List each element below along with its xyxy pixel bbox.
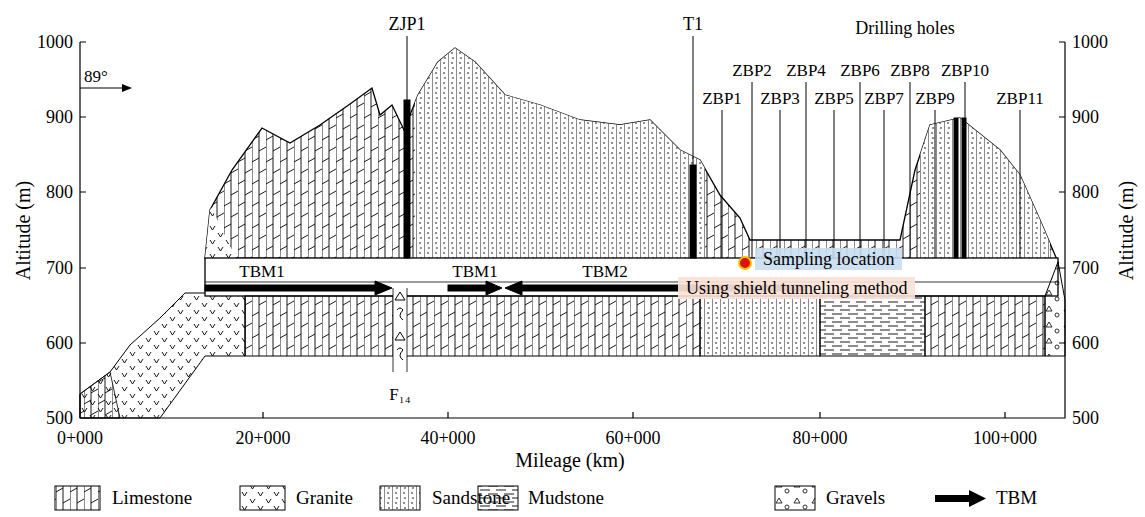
node-text: Using shield tunneling method <box>686 278 907 299</box>
tick-label: 0+000 <box>57 428 103 449</box>
borehole-label: T1 <box>683 14 703 35</box>
legend-text: Limestone <box>112 487 192 509</box>
axis-title: Mileage (km) <box>515 449 624 472</box>
legend-text: Sandstone <box>432 487 510 509</box>
annotation: Drilling holes <box>855 18 955 39</box>
borehole-label: ZBP2 <box>732 61 772 81</box>
legend-text: Gravels <box>826 487 885 509</box>
angle-label: 89° <box>84 67 108 87</box>
tick-label: 800 <box>46 182 73 203</box>
legend-text: TBM <box>996 487 1037 509</box>
tick-label: 700 <box>1072 258 1099 279</box>
tick-label: 900 <box>46 107 73 128</box>
borehole-label: ZBP6 <box>840 61 880 81</box>
fault-label: F₁₄ <box>389 385 410 405</box>
tick-label: 600 <box>1072 333 1099 354</box>
borehole-label: ZBP5 <box>814 89 854 109</box>
tick-label: 500 <box>1072 408 1099 429</box>
borehole-label: ZBP9 <box>915 89 955 109</box>
axis-title: Altitude (m) <box>1116 180 1139 279</box>
tick-label: 700 <box>46 258 73 279</box>
node-text: Sampling location <box>763 249 894 270</box>
tick-label: 1000 <box>1072 32 1108 53</box>
borehole-label: ZBP8 <box>890 61 930 81</box>
tick-label: 60+000 <box>605 428 660 449</box>
location-callout: Sampling location <box>755 248 902 271</box>
borehole-label: ZBP3 <box>760 89 800 109</box>
tick-label: 900 <box>1072 107 1099 128</box>
borehole-label: ZJP1 <box>388 14 425 35</box>
borehole-label: ZBP10 <box>941 61 989 81</box>
borehole-label: ZBP11 <box>996 89 1044 109</box>
tbm-label: TBM2 <box>582 262 627 282</box>
tbm-label: TBM1 <box>239 262 284 282</box>
tick-label: 600 <box>46 333 73 354</box>
borehole-label: ZBP1 <box>702 89 742 109</box>
borehole-label: ZBP4 <box>786 61 826 81</box>
tick-label: 800 <box>1072 182 1099 203</box>
axis-title: Altitude (m) <box>13 180 36 279</box>
tick-label: 80+000 <box>792 428 847 449</box>
tick-label: 100+000 <box>973 428 1037 449</box>
tick-label: 500 <box>46 408 73 429</box>
tick-label: 20+000 <box>235 428 290 449</box>
borehole-label: ZBP7 <box>864 89 904 109</box>
tick-label: 1000 <box>37 32 73 53</box>
tick-label: 40+000 <box>420 428 475 449</box>
method-callout: Using shield tunneling method <box>678 277 915 300</box>
legend-text: Mudstone <box>528 487 604 509</box>
legend-text: Granite <box>296 487 353 509</box>
tbm-label: TBM1 <box>452 262 497 282</box>
